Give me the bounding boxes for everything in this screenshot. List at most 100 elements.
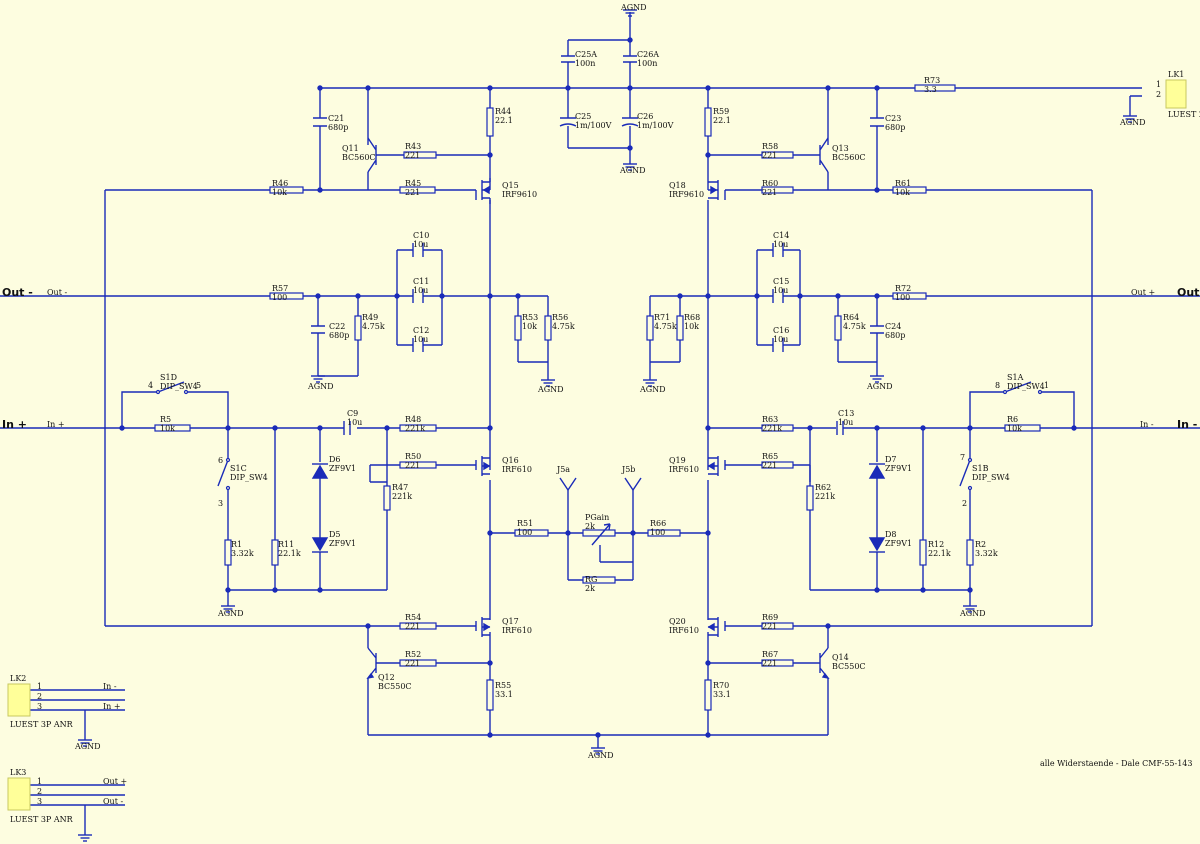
connector-lk3-body [7,777,31,811]
ref-r67: R67 [762,650,778,659]
value-r51: 100 [517,528,532,537]
resistor-r64 [834,315,842,341]
value-q12: BC550C [378,682,412,691]
resistors [154,84,1041,711]
capacitor-c23 [870,117,884,127]
ref-s1c: S1C [230,464,247,473]
net-in-minus: In - [1140,420,1154,429]
value-c25a: 100n [575,59,595,68]
ref-r61: R61 [895,179,911,188]
value-r54: 221 [405,622,420,631]
value-c15: 10u [773,286,788,295]
agnd-label: AGND [639,385,666,394]
ref-r62: R62 [815,483,831,492]
resistor-r1 [224,539,232,566]
value-d5: ZF9V1 [329,539,356,548]
ref-r59: R59 [713,107,729,116]
value-c25: 1m/100V [575,121,612,130]
value-q11: BC560C [342,153,376,162]
resistor-r72 [892,292,927,300]
lk3-ref: LK3 [10,768,26,777]
ref-c10: C10 [413,231,429,240]
connectors [7,79,1187,811]
agnd-label: AGND [959,609,986,618]
resistor-r65 [761,461,794,469]
ref-q13: Q13 [832,144,849,153]
value-s1b: DIP_SW4 [972,473,1010,482]
value-r70: 33.1 [713,690,731,699]
value-r65: 221 [762,461,777,470]
s1b-pin-a: 7 [960,453,965,462]
lk2-part: LUEST 3P ANR [10,720,74,729]
resistor-r57 [269,292,304,300]
resistor-r45 [399,186,436,194]
capacitor-c25 [559,117,577,127]
agnd-label: AGND [587,751,614,760]
lk2-net-in-plus: In + [103,702,121,711]
resistor-r60 [761,186,794,194]
value-q14: BC550C [832,662,866,671]
resistor-r44 [486,107,494,137]
s1a-pin-b: 1 [1044,381,1049,390]
lk3-pin1: 1 [37,777,42,786]
lk2-ref: LK2 [10,674,26,683]
lk3-net-out-plus: Out + [103,777,127,786]
ref-q11: Q11 [342,144,359,153]
ref-q20: Q20 [669,617,686,626]
mosfets [475,178,726,637]
ref-r71: R71 [654,313,670,322]
value-c23: 680p [885,123,905,132]
ref-r44: R44 [495,107,511,116]
ref-c14: C14 [773,231,789,240]
mosfet-q17 [475,617,491,637]
value-r67: 221 [762,659,777,668]
diodes [311,463,886,553]
resistor-r58 [761,151,794,159]
resistor-r66 [647,529,681,537]
value-q15: IRF9610 [502,190,537,199]
value-r61: 10k [895,188,910,197]
value-q16: IRF610 [502,465,532,474]
ref-pgain: PGain [585,513,609,522]
ref-q16: Q16 [502,456,519,465]
resistor-r2 [966,539,974,566]
ref-q15: Q15 [502,181,519,190]
value-r44: 22.1 [495,116,513,125]
agnd-label: AGND [74,742,101,751]
component-labels: C25A100nC26A100nC251m/100VC261m/100VR733… [160,50,1045,699]
ref-r69: R69 [762,613,778,622]
ref-r6: R6 [1007,415,1018,424]
capacitor-c26a [623,55,637,63]
value-pgain: 2k [585,522,595,531]
value-r56: 4.75k [552,322,575,331]
resistor-r50 [399,461,437,469]
lk1-pin1: 1 [1156,80,1161,89]
mosfet-q19 [707,456,726,476]
value-c26a: 100n [637,59,657,68]
ref-c25: C25 [575,112,591,121]
resistor-r48 [399,424,437,432]
value-r72: 100 [895,293,910,302]
ref-r68: R68 [684,313,700,322]
resistor-r12 [919,539,927,566]
value-r48: 221k [405,424,425,433]
value-c13: 10u [838,418,853,427]
ref-q17: Q17 [502,617,519,626]
agnd-label: AGND [537,385,564,394]
value-r64: 4.75k [843,322,866,331]
ref-q14: Q14 [832,653,849,662]
ground-symbols [77,9,1138,842]
value-r47: 221k [392,492,412,501]
capacitor-c22 [311,325,325,334]
port-in-plus: In + [2,418,27,431]
ref-r2: R2 [975,540,986,549]
ref-c25a: C25A [575,50,597,59]
capacitor-c26 [621,117,639,127]
capacitor-c9 [343,421,351,435]
pnp-q13 [819,137,829,173]
value-r53: 10k [522,322,537,331]
resistor-r56 [544,315,552,341]
ref-c23: C23 [885,114,901,123]
ref-r65: R65 [762,452,778,461]
